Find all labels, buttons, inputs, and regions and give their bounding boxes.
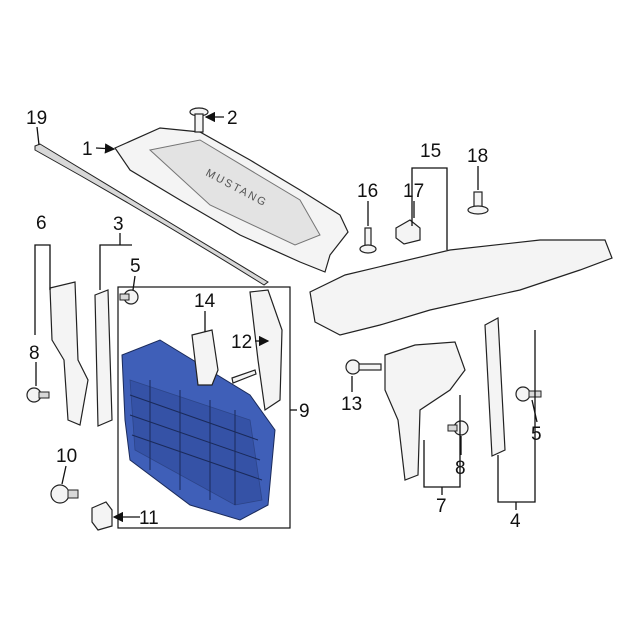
part-17-clip [395,219,421,245]
callout-18: 18 [467,146,488,167]
callout-5-left: 5 [130,256,141,277]
callout-3: 3 [113,214,124,235]
part-13-bolt [345,359,382,375]
callouts: 1 2 3 4 5 5 6 7 8 8 9 10 11 12 13 14 15 … [26,108,542,532]
callout-1: 1 [82,139,93,160]
part-2-push-pin [189,107,209,133]
callout-13: 13 [341,394,362,415]
part-6-bracket [49,281,89,426]
part-9-group-box [117,286,291,529]
part-3-strip [94,289,113,427]
callout-19: 19 [26,108,47,129]
callout-6: 6 [36,213,47,234]
callout-16: 16 [357,181,378,202]
part-1-upper-shield: MUSTANG [114,127,349,273]
callout-8-right: 8 [455,458,466,479]
callout-10: 10 [56,446,77,467]
part-5-fastener-right [515,386,542,402]
part-19-seal [34,143,269,286]
part-16-bolt [359,227,377,254]
part-12-actuator-bracket [249,289,283,412]
callout-5-right: 5 [531,424,542,445]
part-4-strip [484,317,506,457]
part-8-fastener-left [26,387,50,403]
callout-4: 4 [510,511,521,532]
part-15-undertray [309,239,613,336]
callout-8-left: 8 [29,343,40,364]
part-5-fastener-left [119,289,139,305]
callout-14: 14 [194,291,216,312]
callout-17: 17 [403,181,424,202]
part-11-nut [91,501,113,531]
part-14-sensor-bracket [191,329,219,386]
part-9-grille-shutter [121,339,276,521]
callout-2: 2 [227,108,238,129]
part-10-bolt [50,484,79,504]
callout-9: 9 [299,401,310,422]
callout-15: 15 [420,141,441,162]
leader-lines [34,111,538,523]
callout-11: 11 [139,508,159,529]
part-18-push-pin [467,191,489,215]
callout-7: 7 [436,496,447,517]
part-7-deflector [384,341,466,481]
part-8-fastener-right [447,420,469,436]
callout-12: 12 [231,332,252,353]
part-9-bolt [231,369,257,384]
